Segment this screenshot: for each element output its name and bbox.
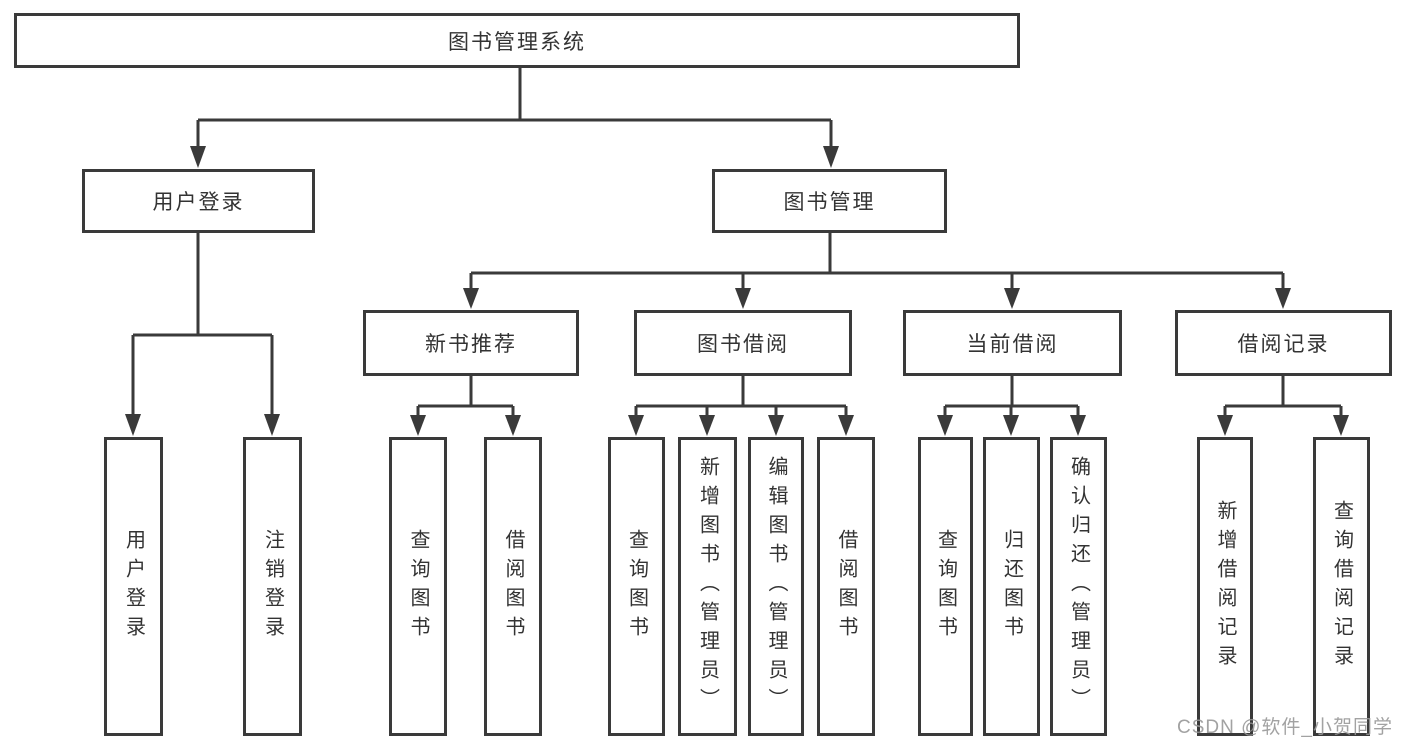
node-label: 图书管理系统	[448, 30, 586, 54]
leaf-user-login: 用户登录	[104, 437, 163, 736]
user-login-branch-connectors	[125, 233, 280, 436]
book-management-branch-connectors	[463, 233, 1291, 309]
leaf-logout: 注销登录	[243, 437, 302, 736]
leaf-borrow-books: 借阅图书	[817, 437, 875, 736]
leaf-query-borrow-record: 查询借阅记录	[1313, 437, 1370, 736]
leaf-label: 注销登录	[261, 528, 284, 645]
leaf-confirm-return-admin: 确认归还（管理员）	[1050, 437, 1107, 736]
leaf-label: 查询图书	[934, 528, 957, 645]
leaf-label: 新增图书（管理员）	[696, 456, 719, 717]
new-book-recommend-connectors	[410, 376, 521, 436]
node-user-login: 用户登录	[82, 169, 315, 233]
node-current-borrow: 当前借阅	[903, 310, 1122, 376]
leaf-label: 查询图书	[407, 528, 429, 645]
node-label: 图书借阅	[697, 333, 789, 356]
leaf-borrow-books-recommend: 借阅图书	[484, 437, 542, 736]
node-label: 借阅记录	[1237, 333, 1330, 356]
node-label: 新书推荐	[425, 333, 517, 356]
leaf-query-books-borrow: 查询图书	[608, 437, 665, 736]
node-label: 图书管理	[783, 191, 876, 214]
leaf-label: 编辑图书（管理员）	[765, 456, 787, 717]
node-borrow-records: 借阅记录	[1175, 310, 1392, 376]
leaf-edit-books-admin: 编辑图书（管理员）	[748, 437, 804, 736]
watermark-text: CSDN @软件_小贺同学	[1177, 717, 1393, 738]
borrow-records-connectors	[1217, 376, 1349, 436]
leaf-query-books-recommend: 查询图书	[389, 437, 447, 736]
leaf-query-books-current: 查询图书	[918, 437, 973, 736]
node-library-management-system: 图书管理系统	[14, 13, 1020, 68]
leaf-add-books-admin: 新增图书（管理员）	[678, 437, 737, 736]
current-borrow-connectors	[937, 376, 1086, 436]
leaf-label: 归还图书	[1000, 528, 1023, 645]
leaf-return-books: 归还图书	[983, 437, 1040, 736]
leaf-label: 确认归还（管理员）	[1067, 456, 1090, 717]
node-new-book-recommend: 新书推荐	[363, 310, 579, 376]
node-label: 当前借阅	[966, 333, 1059, 356]
leaf-label: 借阅图书	[835, 528, 857, 645]
leaf-label: 新增借阅记录	[1214, 499, 1236, 674]
leaf-add-borrow-record: 新增借阅记录	[1197, 437, 1253, 736]
node-label: 用户登录	[152, 191, 245, 214]
leaf-label: 查询图书	[625, 528, 648, 645]
node-book-borrow: 图书借阅	[634, 310, 852, 376]
root-connectors	[190, 68, 839, 168]
leaf-label: 借阅图书	[502, 528, 524, 645]
node-book-management: 图书管理	[712, 169, 947, 233]
book-borrow-connectors	[628, 376, 854, 436]
leaf-label: 用户登录	[122, 528, 145, 645]
leaf-label: 查询借阅记录	[1330, 499, 1353, 674]
